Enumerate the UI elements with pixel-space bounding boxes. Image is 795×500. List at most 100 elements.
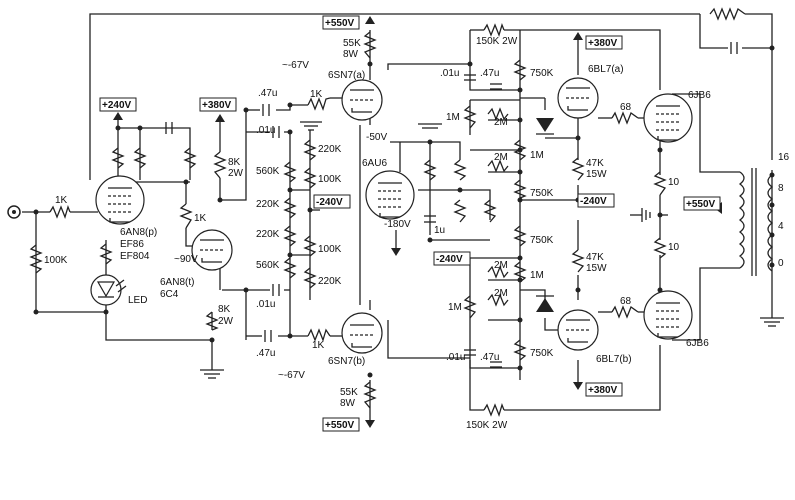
resistor-100k-input	[29, 244, 43, 274]
tube-pentode-input	[95, 175, 145, 225]
diodes	[90, 118, 554, 312]
label-pent-type3: EF804	[120, 251, 150, 262]
resistor-100k-b	[303, 235, 317, 257]
label-triode-type2: 6C4	[160, 289, 179, 300]
label-r220k-c: 220K	[318, 144, 342, 155]
ground-divider	[300, 121, 322, 131]
label-c47-r-bot: .47u	[480, 352, 499, 363]
label-r68-a: 68	[620, 102, 632, 113]
label-r750k-c: 750K	[530, 235, 554, 246]
input-jack	[7, 205, 21, 219]
resistor-750k-c	[513, 225, 527, 247]
label-tap4: 4	[778, 221, 784, 232]
label-r8k-bot: 8K	[218, 304, 231, 315]
resistor-1m-a	[463, 105, 477, 129]
resistor-750k-d	[513, 339, 527, 361]
resistor-feedback-left	[183, 147, 197, 169]
resistor-220k-b	[283, 225, 297, 247]
resistor-68-a	[611, 111, 639, 125]
label-c47-bot: .47u	[256, 348, 275, 359]
label-sn7b: 6SN7(b)	[328, 356, 365, 367]
resistor-100k-a	[303, 167, 317, 189]
label-tap0: 0	[778, 258, 784, 269]
label-tap16: 16	[778, 152, 790, 163]
resistor-750k-a	[513, 59, 527, 81]
cap-47u-right-bottom	[490, 361, 502, 368]
tube-6jb6-a	[643, 93, 693, 143]
label-c1u: 1u	[434, 225, 445, 236]
label-r560k-a: 560K	[256, 166, 280, 177]
resistor-10-a	[653, 171, 667, 196]
label-r100k-in: 100K	[44, 255, 68, 266]
ground-output	[630, 208, 651, 222]
label-neg50: -50V	[366, 132, 387, 143]
label-r100k-a: 100K	[318, 174, 342, 185]
resistor-68-b	[611, 305, 639, 319]
resistor-pentode-cath	[99, 243, 113, 265]
label-rail-550-top: +550V	[325, 18, 355, 29]
label-r750k-a: 750K	[530, 68, 554, 79]
resistor-au6-plate	[423, 159, 437, 181]
label-c47-top: .47u	[258, 88, 277, 99]
label-r2w-bot: 2W	[218, 316, 234, 327]
label-rail-550-bottom: +550V	[325, 420, 355, 431]
cap-feedback-top	[730, 42, 738, 54]
cap-47u-bottom	[264, 330, 272, 342]
tubes	[95, 77, 693, 354]
label-r10-a: 10	[668, 177, 680, 188]
label-neg240-a: -240V	[316, 197, 343, 208]
arrow-neg240-au6	[391, 248, 401, 256]
cap-01u-right-top	[464, 74, 476, 81]
arrow-380-top	[573, 32, 583, 40]
resistor-1m-d	[463, 295, 477, 319]
ground-secondary	[760, 317, 784, 327]
resistor-pentode-load	[111, 147, 125, 169]
arrow-380-left	[215, 114, 225, 122]
junction-dots	[33, 45, 775, 378]
label-triode-type1: 6AN8(t)	[160, 277, 194, 288]
resistor-220k-d	[303, 267, 317, 289]
label-r68-b: 68	[620, 296, 632, 307]
label-r1k-in: 1K	[55, 195, 68, 206]
label-r47k-b: 47K	[586, 252, 604, 263]
label-r750k-d: 750K	[530, 348, 554, 359]
label-r2m-d: 2M	[494, 288, 508, 299]
label-bl7a: 6BL7(a)	[588, 64, 624, 75]
label-r560k-b: 560K	[256, 260, 280, 271]
label-r2m-c: 2M	[494, 260, 508, 271]
label-neg240-b: -240V	[436, 254, 463, 265]
label-r1k-top: 1K	[310, 89, 323, 100]
resistor-1k-grid	[179, 203, 193, 229]
label-r150k-bot: 150K 2W	[466, 420, 508, 431]
label-pent-type1: 6AN8(p)	[120, 227, 157, 238]
label-c01-top: .01u	[256, 125, 275, 136]
label-rail-380-left: +380V	[202, 100, 232, 111]
label-sn7a: 6SN7(a)	[328, 70, 365, 81]
label-rail-240: +240V	[102, 100, 132, 111]
label-au6: 6AU6	[362, 158, 387, 169]
label-r1k-a: 1K	[194, 213, 207, 224]
resistor-150k-bottom	[483, 403, 505, 417]
arrow-550-bottom	[365, 420, 375, 428]
resistor-au6-screen	[453, 159, 467, 181]
resistor-47k-a	[571, 157, 585, 181]
label-c01-r-bot: .01u	[446, 352, 465, 363]
resistor-pentode-screen	[133, 147, 147, 169]
label-r1k-bot: 1K	[312, 340, 325, 351]
label-r150k-top: 150K 2W	[476, 36, 518, 47]
resistor-1k-bottom	[307, 328, 331, 342]
label-rail-380-top: +380V	[588, 38, 618, 49]
tube-triode-left	[191, 229, 233, 271]
resistor-560k-b	[283, 257, 297, 279]
label-neg67-bot: ~-67V	[278, 370, 305, 381]
label-pent-type2: EF86	[120, 239, 144, 250]
resistor-au6-r2	[483, 199, 497, 223]
tube-6au6	[365, 170, 415, 220]
tube-6bl7-a	[557, 77, 599, 119]
label-rail-550-right: +550V	[686, 199, 716, 210]
label-r2w-top: 2W	[228, 168, 244, 179]
resistor-560k-a	[283, 161, 297, 183]
resistor-1m-c	[513, 261, 527, 283]
ground-left	[200, 369, 224, 379]
